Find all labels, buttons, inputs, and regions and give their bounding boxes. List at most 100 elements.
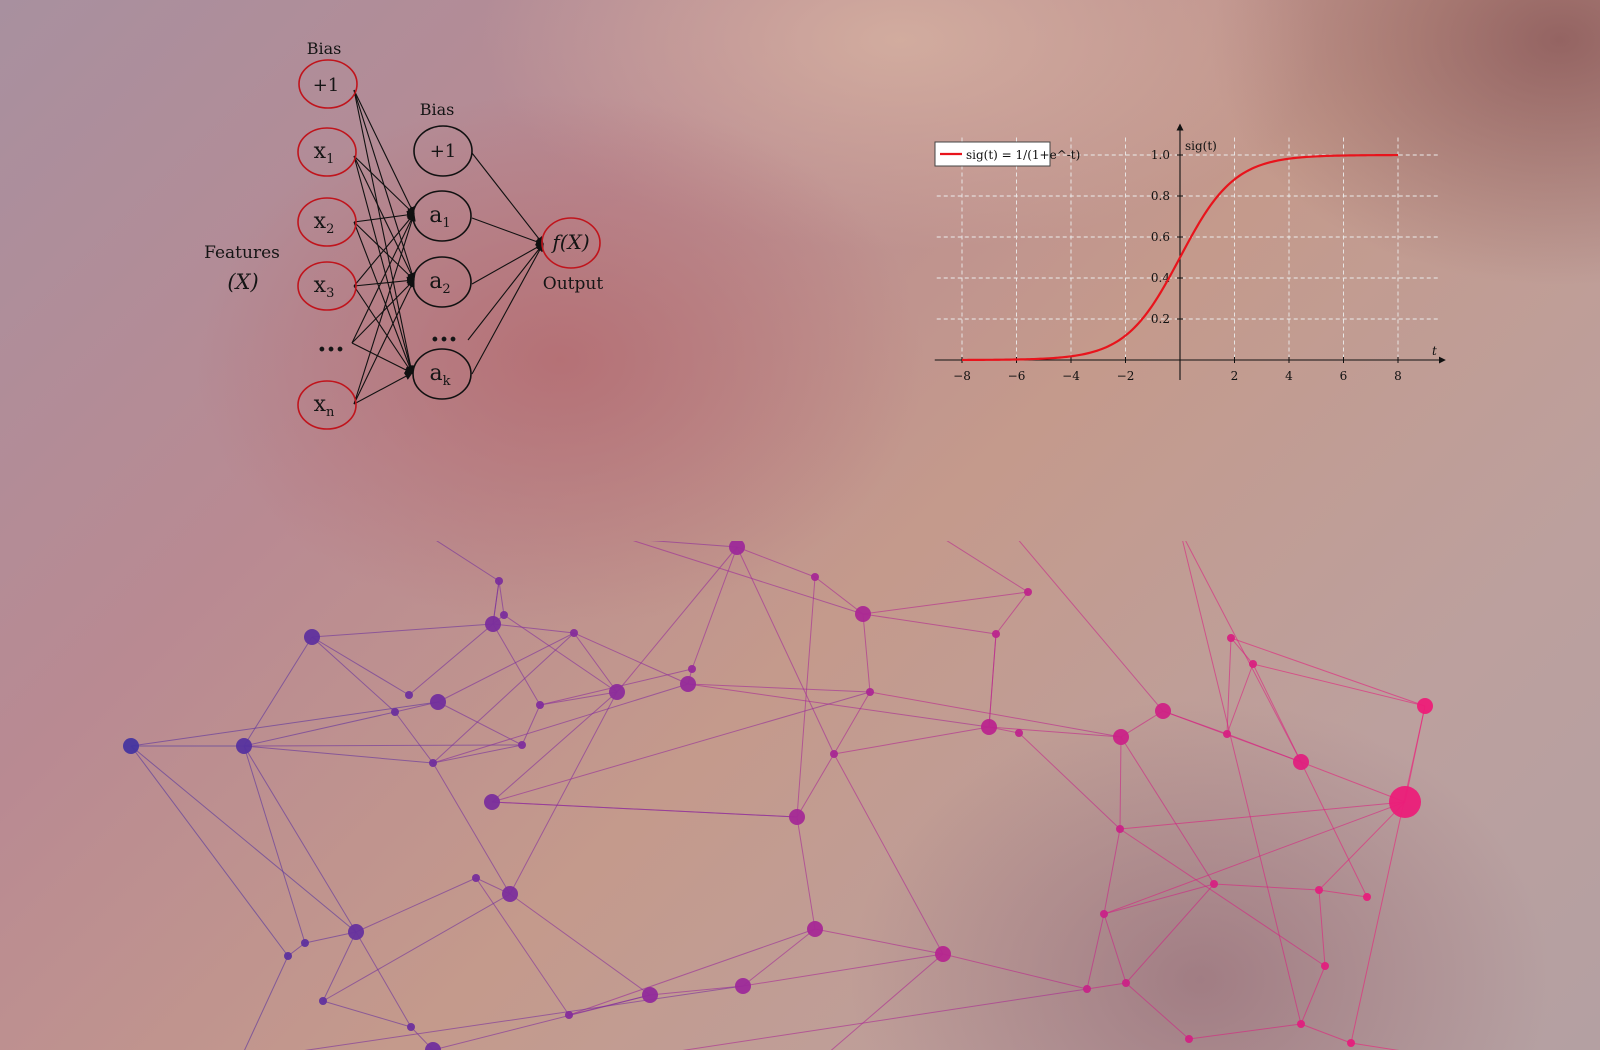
mesh-edge: [796, 816, 816, 930]
mesh-edge: [432, 994, 651, 1050]
mesh-edge: [432, 762, 511, 895]
svg-text:ak: ak: [429, 361, 450, 389]
mesh-edge: [243, 711, 396, 747]
mesh-edge: [322, 1000, 412, 1028]
mesh-edge: [796, 576, 816, 818]
neural-network-diagram: Bias Bias Features (X) Output ... ... +1…: [204, 39, 603, 430]
mesh-edge: [498, 580, 505, 616]
mesh-node: [811, 573, 819, 581]
input-hidden-edge: [353, 285, 413, 374]
mesh-edge: [304, 931, 357, 944]
mesh-edge: [1182, 541, 1302, 1025]
hidden-output-edge: [471, 243, 544, 285]
mesh-node: [680, 676, 696, 692]
mesh-edge: [437, 632, 575, 703]
mesh-edge: [491, 691, 871, 803]
mesh-edge: [1018, 732, 1121, 830]
mesh-edge: [1119, 801, 1406, 830]
mesh-node: [570, 629, 578, 637]
hidden-output-edge: [467, 243, 544, 341]
mesh-node: [1113, 729, 1129, 745]
x-axis-label: t: [1432, 344, 1437, 358]
mesh-node: [1417, 698, 1433, 714]
mesh-edge: [573, 632, 618, 693]
input-hidden-edge: [353, 89, 415, 374]
mesh-edge: [687, 683, 990, 728]
input-hidden-edge: [353, 89, 415, 215]
mesh-edge: [311, 636, 396, 713]
input-node-x2: x2: [297, 197, 357, 247]
chart-legend: sig(t) = 1/(1+e^-t): [934, 141, 1080, 167]
input-hidden-edge: [353, 276, 415, 287]
mesh-edge: [503, 614, 618, 693]
mesh-edge: [1185, 541, 1302, 763]
mesh-node: [425, 1042, 441, 1050]
svg-text:+1: +1: [430, 141, 457, 162]
mesh-edge: [1119, 828, 1326, 967]
mesh-edge: [432, 683, 689, 764]
x-tick-label: 6: [1340, 369, 1348, 383]
x-tick-label: −6: [1008, 369, 1026, 383]
x-tick-label: 8: [1394, 369, 1402, 383]
mesh-edge: [1318, 889, 1326, 967]
mesh-edge: [1252, 663, 1426, 707]
mesh-node: [735, 978, 751, 994]
mesh-node: [429, 759, 437, 767]
mesh-edge: [632, 541, 864, 615]
mesh-node: [830, 750, 838, 758]
mesh-node: [807, 921, 823, 937]
mesh-edge: [1125, 982, 1190, 1040]
mesh-edge: [436, 541, 500, 582]
mesh-edge: [322, 893, 511, 1002]
mesh-edge: [568, 928, 816, 1016]
mesh-node: [789, 809, 805, 825]
mesh-node: [500, 611, 508, 619]
chart-grid: [936, 137, 1439, 360]
mesh-edge: [1188, 1023, 1302, 1040]
mesh-node: [1116, 825, 1124, 833]
mesh-edge: [1103, 883, 1215, 915]
mesh-node: [935, 946, 951, 962]
hidden-node-a2: a2: [412, 256, 472, 308]
mesh-edge: [1230, 637, 1254, 665]
mesh-edge: [304, 985, 744, 1050]
mesh-node: [123, 738, 139, 754]
input-hidden-edge: [353, 155, 415, 374]
y-tick-label: 0.2: [1151, 312, 1170, 326]
mesh-node: [729, 541, 745, 555]
input-hidden-edge: [351, 342, 413, 374]
mesh-edge: [492, 623, 541, 706]
mesh-node: [1347, 1039, 1355, 1047]
mesh-node: [472, 874, 480, 882]
mesh-edge: [988, 633, 997, 728]
mesh-node: [1015, 729, 1023, 737]
mesh-edge: [244, 955, 289, 1050]
mesh-edge: [311, 636, 410, 696]
input-ellipsis: ...: [317, 328, 344, 358]
hidden-output-edge: [471, 217, 544, 246]
mesh-edge: [130, 745, 289, 957]
hidden-bias-label: Bias: [420, 100, 455, 119]
mesh-edge: [1018, 541, 1164, 712]
mesh-node: [495, 577, 503, 585]
svg-text:a1: a1: [429, 203, 450, 231]
mesh-edge: [833, 753, 944, 955]
svg-text:x3: x3: [314, 273, 335, 301]
mesh-edge: [437, 701, 523, 746]
sigmoid-curve: [962, 153, 1398, 362]
mesh-edge: [742, 928, 816, 987]
svg-text:xn: xn: [314, 392, 335, 420]
mesh-node: [1155, 703, 1171, 719]
hidden-output-edge: [471, 152, 544, 245]
mesh-edge: [1213, 883, 1320, 891]
input-node-bias: +1: [298, 59, 358, 109]
mesh-node: [855, 606, 871, 622]
mesh-node: [1100, 910, 1108, 918]
mesh-node: [1122, 979, 1130, 987]
mesh-node: [1297, 1020, 1305, 1028]
input-hidden-edge: [353, 279, 415, 405]
mesh-edge: [573, 632, 689, 685]
mesh-edge: [814, 576, 864, 615]
mesh-edge: [408, 623, 494, 696]
mesh-edge: [539, 691, 618, 706]
